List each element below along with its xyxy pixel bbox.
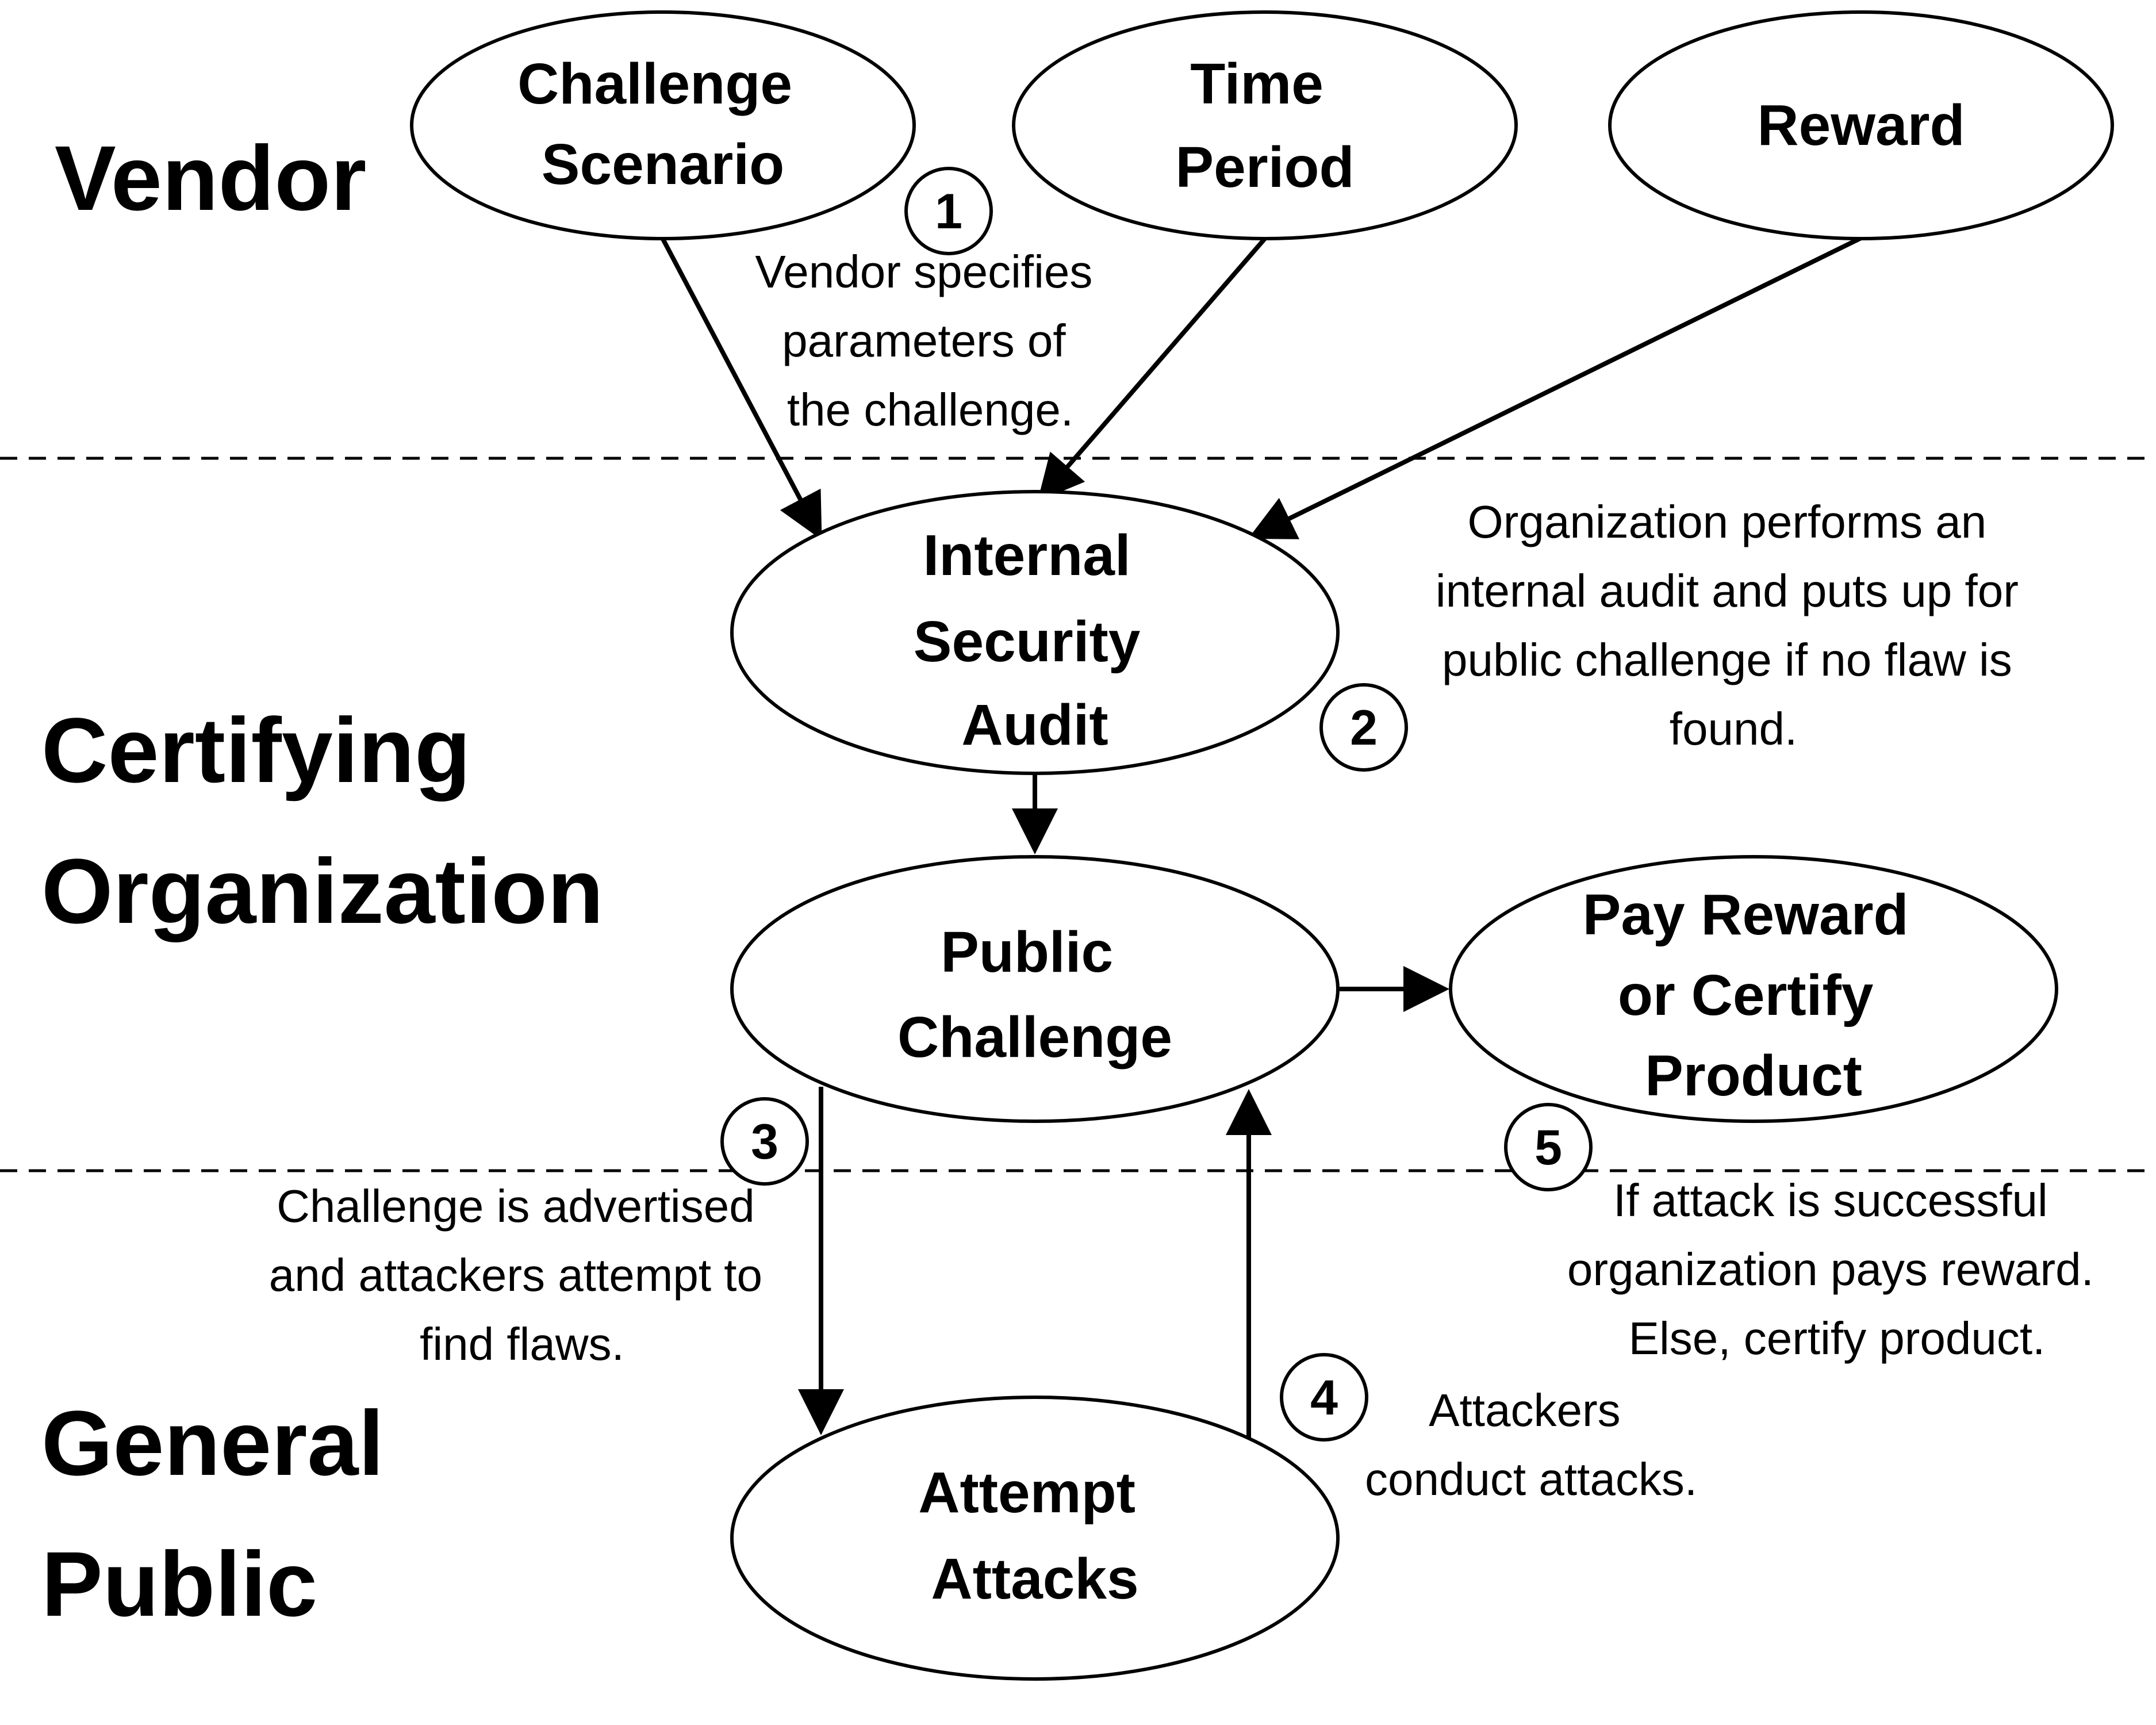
note-step-2: Organization performs an internal audit …	[1436, 496, 2031, 754]
node-internal-security-audit: Internal Security Audit	[730, 490, 1340, 775]
svg-text:Reward: Reward	[1757, 93, 1965, 158]
lane-label-certifying-organization: Certifying Organization	[41, 699, 604, 942]
arrow-time-to-audit	[1037, 237, 1267, 502]
svg-text:1: 1	[935, 184, 962, 239]
svg-text:3: 3	[751, 1114, 778, 1170]
step-marker-2: 2	[1319, 683, 1408, 772]
svg-text:4: 4	[1310, 1370, 1338, 1425]
node-time-period: Time Period	[1012, 10, 1518, 240]
svg-text:Public Challenge: Public Challenge	[897, 920, 1172, 1070]
svg-text:Pay Reward or Certify: Pay Reward or Certify Product	[1583, 883, 1925, 1108]
step-marker-1: 1	[904, 167, 993, 255]
note-step-5: If attack is successful organization pay…	[1567, 1175, 2107, 1364]
svg-text:5: 5	[1534, 1120, 1562, 1175]
arrow-reward-to-audit	[1248, 233, 1867, 539]
lane-label-general-public: General Public	[41, 1392, 409, 1635]
note-step-1: Vendor specifies parameters of the chall…	[755, 246, 1105, 435]
svg-text:Time Period: Time Period	[1175, 52, 1354, 200]
svg-text:Internal Security: Internal Security Audit	[914, 523, 1156, 757]
lane-label-vendor: Vendor	[55, 126, 366, 229]
step-marker-4: 4	[1280, 1353, 1368, 1442]
step-marker-3: 3	[720, 1097, 809, 1186]
arrow-scenario-to-audit	[659, 235, 822, 540]
node-challenge-scenario: Challenge Scenario	[410, 10, 916, 240]
node-reward: Reward	[1608, 10, 2114, 240]
node-attempt-attacks: Attempt Attacks	[730, 1396, 1340, 1681]
note-step-4: Attackers conduct attacks.	[1365, 1385, 1697, 1505]
step-marker-5: 5	[1504, 1103, 1593, 1191]
note-step-3: Challenge is advertised and attackers at…	[269, 1180, 775, 1370]
svg-text:2: 2	[1350, 700, 1378, 756]
node-pay-reward-or-certify: Pay Reward or Certify Product	[1449, 855, 2058, 1123]
svg-text:Attempt Attacks: Attempt Attacks	[918, 1460, 1152, 1611]
node-public-challenge: Public Challenge	[730, 855, 1340, 1123]
svg-text:Challenge Scenario: Challenge Scenario	[517, 52, 808, 197]
